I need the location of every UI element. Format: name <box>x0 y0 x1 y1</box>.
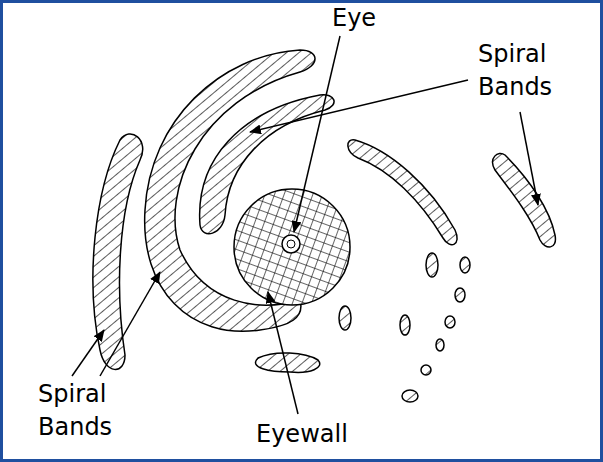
leader-line <box>520 112 538 205</box>
rain-cell <box>426 253 438 277</box>
rain-cell <box>455 288 465 302</box>
eye-circle <box>282 235 300 253</box>
eye-center <box>287 240 295 248</box>
leader-lines <box>72 36 538 414</box>
leader-line <box>268 292 298 414</box>
rain-cell <box>460 257 470 273</box>
rain-cell <box>421 365 431 375</box>
leader-line <box>72 330 104 376</box>
part-label: Eye <box>332 2 376 35</box>
rain-cell <box>402 390 418 402</box>
spiral-band <box>348 140 457 245</box>
eyewall-ring <box>234 189 350 305</box>
leader-line <box>250 80 468 132</box>
leader-line <box>294 36 340 232</box>
leader-line <box>100 272 160 376</box>
spiral-band <box>493 153 556 246</box>
part-label: Spiral Bands <box>478 38 552 104</box>
rain-cell <box>445 316 455 328</box>
rain-cell <box>436 339 444 351</box>
part-label: Eyewall <box>256 418 348 451</box>
rain-cell <box>400 315 410 335</box>
part-label: Spiral Bands <box>38 378 112 444</box>
rain-cell <box>339 306 351 330</box>
